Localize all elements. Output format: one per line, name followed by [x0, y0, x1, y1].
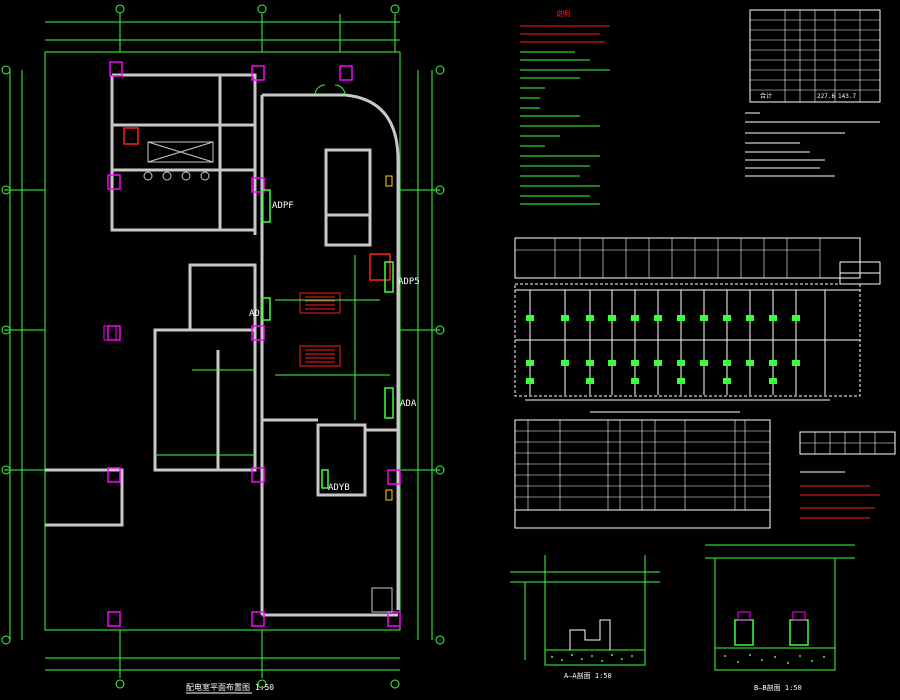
section-b: B—B剖面 1:50 — [705, 544, 855, 692]
panel-label-adpf: ADPF — [272, 201, 294, 211]
load-table: 合计 227.6 143.7 — [745, 9, 881, 177]
equipment-table — [514, 411, 896, 529]
panel-label-ada: ADA — [400, 399, 417, 409]
notes-title: 说明 — [556, 9, 570, 18]
single-line-diagram — [514, 237, 881, 401]
notes-block: 说明 — [520, 9, 610, 205]
section-a-title: A—A剖面 1:50 — [564, 671, 612, 680]
panel-label-adp5: ADP5 — [398, 277, 420, 287]
table-total-value-1: 227.6 — [817, 93, 835, 100]
floor-plan: ADPF ADP5 AD ADA ADYB 配电室平面布置图 1:50 — [1, 4, 445, 694]
panel-label-ad: AD — [249, 309, 260, 319]
section-b-title: B—B剖面 1:50 — [754, 683, 802, 692]
table-total-value-2: 143.7 — [838, 93, 856, 100]
panel-label-adyb: ADYB — [328, 483, 350, 493]
section-a: A—A剖面 1:50 — [510, 555, 660, 680]
table-total-label: 合计 — [760, 92, 772, 100]
plan-title: 配电室平面布置图 1:50 — [186, 682, 274, 692]
